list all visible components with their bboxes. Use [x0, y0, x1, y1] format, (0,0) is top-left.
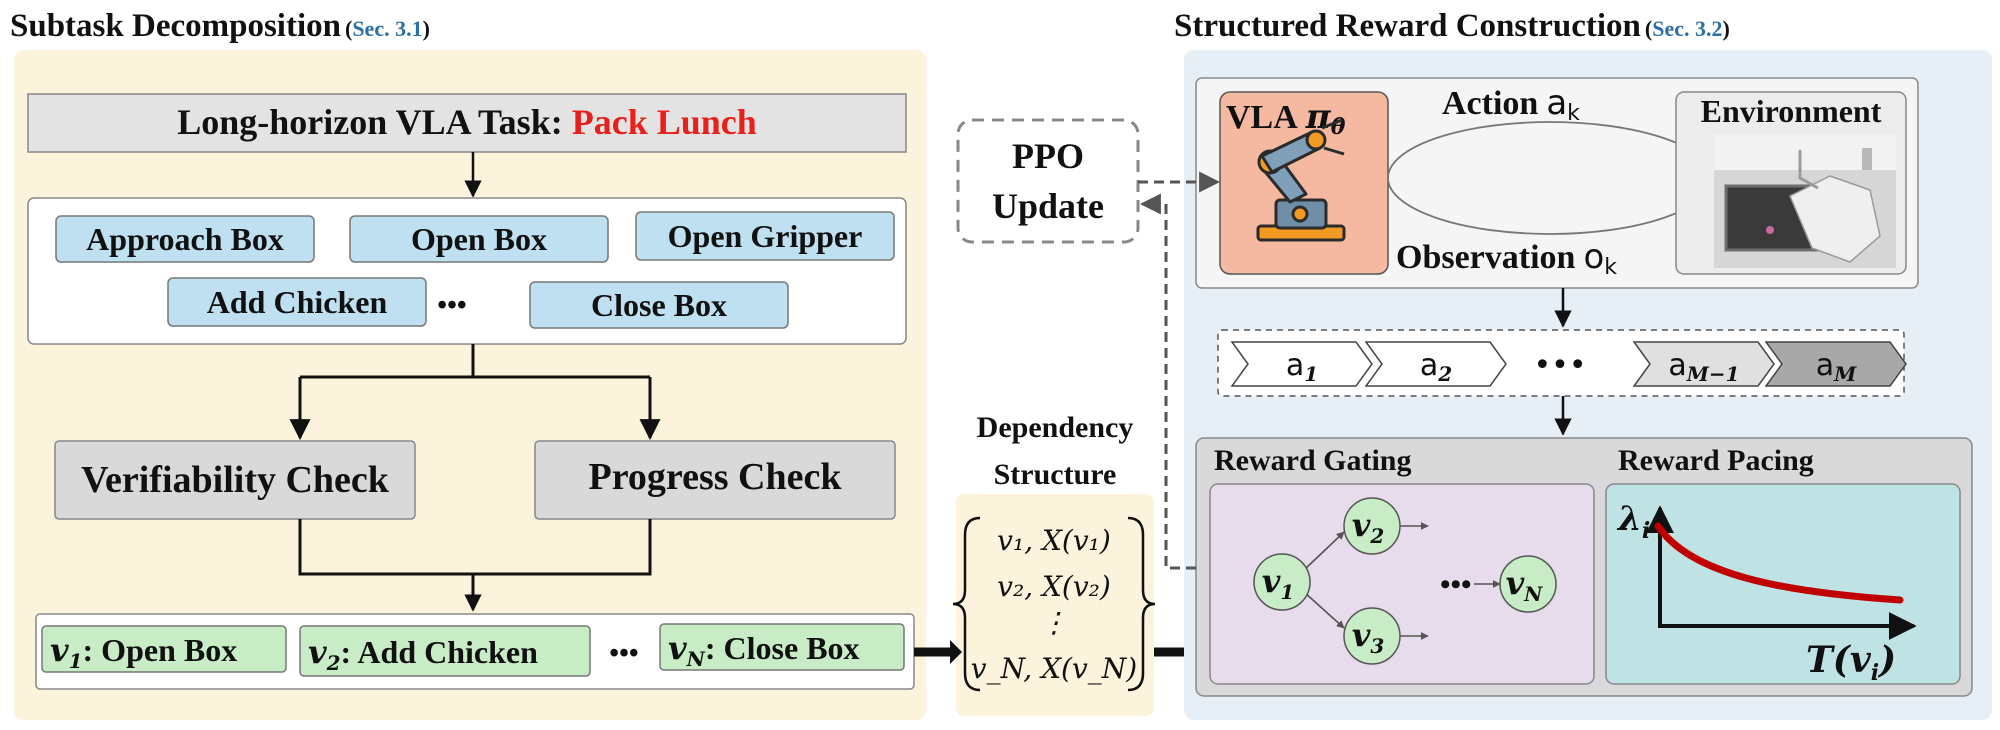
pacing-plot: λi T(vi)	[1616, 499, 1917, 686]
action-step: a2	[1364, 341, 1507, 387]
task-name: Pack Lunch	[572, 102, 757, 142]
node-chip-label: v1: Open Box	[50, 631, 237, 673]
dependency-title-1: Dependency	[977, 411, 1134, 444]
verifiability-check-box	[54, 440, 416, 520]
environment-label: Environment	[1701, 93, 1882, 129]
subtask-chip: Open Box	[349, 215, 609, 263]
action-step-label: a2	[1420, 348, 1452, 386]
pacing-decay-curve	[1654, 522, 1904, 604]
graph-node: v3	[1343, 607, 1401, 665]
gating-panel	[1209, 483, 1595, 685]
dependency-set-box	[956, 494, 1154, 716]
progress-check-box	[534, 440, 896, 520]
subtask-chip: Approach Box	[55, 215, 315, 263]
node-chip-label: vN: Close Box	[668, 629, 860, 671]
graph-node-label: v1	[1262, 562, 1295, 604]
robot-arm-icon	[1256, 118, 1346, 242]
subtask-label: Approach Box	[86, 221, 284, 257]
action-step: a1	[1230, 341, 1373, 387]
dependency-title-2: Structure	[994, 458, 1117, 491]
environment-scene-image	[1714, 134, 1896, 268]
reward-to-ppo-arrow	[1139, 193, 1196, 570]
action-step-label: aM	[1816, 348, 1857, 386]
action-step: aM	[1764, 341, 1907, 387]
update-label: Update	[992, 186, 1104, 226]
dependency-row: v₁, X(v₁)	[997, 524, 1111, 557]
graph-node: v2	[1343, 497, 1401, 555]
action-step: •••	[1533, 348, 1586, 383]
subtask-label: Add Chicken	[207, 284, 388, 320]
subtask-label: Open Box	[411, 221, 547, 257]
task-label: Long-horizon VLA Task: Pack Lunch	[177, 102, 757, 142]
right-section-ref: Sec. 3.2	[1652, 16, 1722, 41]
pacing-title: Reward Pacing	[1618, 444, 1814, 477]
subtask-chip: Add Chicken	[167, 277, 427, 327]
graph-node-label: v2	[1352, 506, 1385, 548]
graph-node-label: v3	[1352, 616, 1385, 658]
pacing-x-label: T(vi)	[1806, 639, 1896, 686]
right-brace	[1127, 516, 1156, 692]
subtask-ellipsis: •••	[437, 290, 466, 321]
action-step-label: aM−1	[1668, 348, 1739, 386]
subtask-label: Open Gripper	[668, 218, 863, 254]
left-section-ref: Sec. 3.1	[352, 16, 422, 41]
verifiability-check-label: Verifiability Check	[81, 459, 390, 501]
node-chip-label: v2: Add Chicken	[308, 633, 538, 675]
gating-graph-edges	[1303, 522, 1501, 640]
right-title: Structured Reward Construction(Sec. 3.2)	[1174, 8, 1730, 44]
node-chip: v2: Add Chicken	[299, 625, 591, 677]
progress-check-label: Progress Check	[589, 456, 843, 498]
pacing-y-label: λi	[1616, 499, 1650, 544]
action-step: aM−1	[1632, 341, 1775, 387]
subtask-chip: Close Box	[529, 281, 789, 329]
gating-title: Reward Gating	[1214, 444, 1412, 477]
subtask-chip: Open Gripper	[635, 211, 895, 261]
dependency-row: ⋮	[1040, 606, 1068, 639]
node-chip: v1: Open Box	[41, 625, 287, 673]
graph-node: vN	[1499, 555, 1557, 613]
action-step-label: •••	[1533, 348, 1586, 383]
graph-node: v1	[1253, 553, 1311, 611]
left-brace	[952, 516, 981, 692]
dependency-row: v₂, X(v₂)	[997, 570, 1111, 603]
gating-ellipsis: •••	[1440, 568, 1472, 601]
left-title: Subtask Decomposition(Sec. 3.1)	[10, 8, 430, 44]
node-chip: vN: Close Box	[659, 623, 905, 671]
action-step-label: a1	[1286, 348, 1318, 386]
task-box	[27, 93, 907, 153]
dependency-row: v_N, X(v_N)	[971, 652, 1137, 685]
nodes-ellipsis: •••	[609, 638, 638, 669]
graph-node-label: vN	[1506, 564, 1544, 606]
ppo-label: PPO	[1012, 136, 1084, 176]
subtask-label: Close Box	[591, 287, 727, 323]
